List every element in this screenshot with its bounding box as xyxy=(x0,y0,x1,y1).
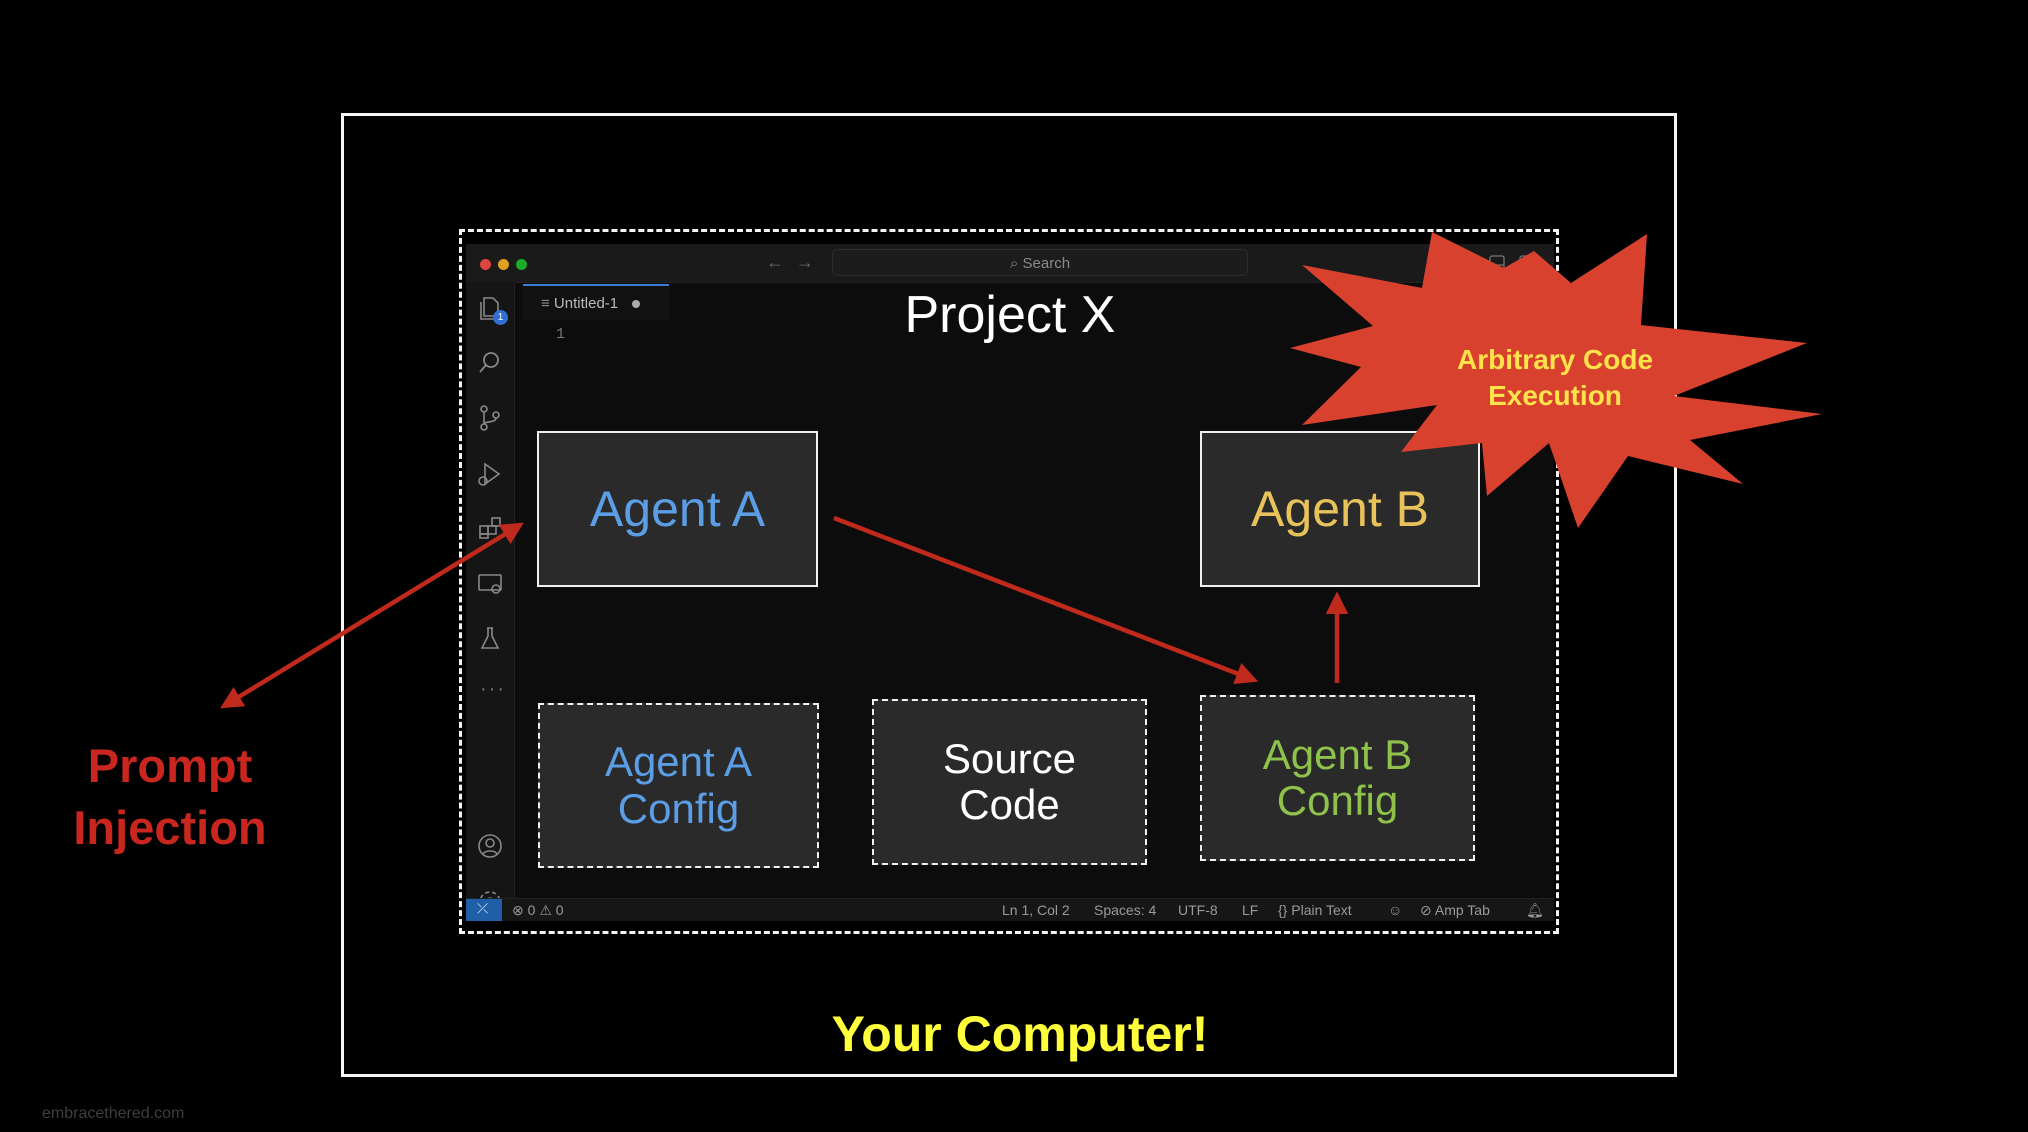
source-code-line2: Code xyxy=(959,781,1060,828)
maximize-window-button[interactable] xyxy=(516,259,527,270)
encoding[interactable]: UTF-8 xyxy=(1178,902,1218,918)
prompt-injection-line1: Prompt xyxy=(87,739,253,792)
remote-indicator-button[interactable]: ⤫ xyxy=(466,899,502,921)
command-search[interactable]: ⌕ Search xyxy=(832,249,1248,276)
back-arrow-icon[interactable]: ← xyxy=(766,252,784,272)
language-mode[interactable]: {} Plain Text xyxy=(1278,902,1352,918)
minimize-window-button[interactable] xyxy=(498,259,509,270)
status-bar: ⤫ ⊗ 0 ⚠ 0 Ln 1, Col 2 Spaces: 4 UTF-8 LF… xyxy=(466,898,1554,921)
tab-label: Untitled-1 xyxy=(553,295,619,312)
line-ending[interactable]: LF xyxy=(1242,902,1259,918)
agent-b-config-line2: Config xyxy=(1276,777,1399,824)
error-count: 0 xyxy=(527,902,536,918)
search-icon: ⌕ xyxy=(1009,255,1023,272)
file-icon: ≡ xyxy=(541,295,554,312)
arbitrary-code-execution-label: Arbitrary Code Execution xyxy=(1420,342,1690,414)
indentation[interactable]: Spaces: 4 xyxy=(1094,902,1157,918)
warning-icon: ⚠ xyxy=(539,902,556,918)
agent-b-node: Agent B xyxy=(1200,431,1480,587)
notifications-bell-icon[interactable]: 🔔︎ xyxy=(1526,902,1544,918)
copilot-status-icon[interactable]: ☺ xyxy=(1388,902,1403,918)
your-computer-label: Your Computer! xyxy=(831,1006,1209,1062)
cursor-position[interactable]: Ln 1, Col 2 xyxy=(1002,902,1070,918)
account-icon[interactable] xyxy=(476,832,504,860)
prompt-injection-label: Prompt Injection xyxy=(40,735,300,859)
amp-tab[interactable]: ⊘ Amp Tab xyxy=(1420,902,1490,919)
search-icon[interactable] xyxy=(476,348,504,376)
agent-b-label: Agent B xyxy=(1251,480,1429,537)
ace-line1: Arbitrary Code xyxy=(1456,344,1654,375)
watermark: embracethered.com xyxy=(42,1105,185,1122)
agent-a-node: Agent A xyxy=(537,431,818,587)
ace-line2: Execution xyxy=(1488,380,1622,411)
forward-arrow-icon[interactable]: → xyxy=(796,252,814,272)
search-label: Search xyxy=(1022,255,1071,272)
source-code-line1: Source xyxy=(942,734,1077,782)
agent-b-config-line1: Agent B xyxy=(1262,730,1413,778)
agent-a-config-line1: Agent A xyxy=(604,738,753,786)
explorer-icon[interactable] xyxy=(476,294,504,322)
edge-injection-to-agent-a xyxy=(220,522,524,709)
amp-label: Amp Tab xyxy=(1434,902,1490,918)
agent-a-config-line2: Config xyxy=(617,784,740,832)
explorer-badge: 1 xyxy=(493,310,508,325)
run-debug-icon[interactable] xyxy=(476,460,504,488)
problems-indicator[interactable]: ⊗ 0 ⚠ 0 xyxy=(512,902,564,919)
close-window-button[interactable] xyxy=(480,259,491,270)
warning-count: 0 xyxy=(555,902,564,918)
slash-circle-icon: ⊘ xyxy=(1420,902,1435,918)
unsaved-dot-icon[interactable] xyxy=(632,300,641,309)
prompt-injection-line2: Injection xyxy=(73,801,267,854)
line-number: 1 xyxy=(556,326,566,343)
title-bar: ← → ⌕ Search xyxy=(466,244,1554,283)
remote-icon: ⤫ xyxy=(477,900,489,916)
tab-untitled[interactable]: ≡ Untitled-1 xyxy=(523,284,669,320)
agent-a-label: Agent A xyxy=(589,480,766,537)
project-title: Project X xyxy=(904,286,1116,344)
source-control-icon[interactable] xyxy=(476,404,504,432)
language-label: Plain Text xyxy=(1291,902,1352,918)
error-icon: ⊗ xyxy=(512,902,528,918)
braces-icon: {} xyxy=(1278,902,1292,918)
edge-agent-a-to-agent-b-config xyxy=(833,515,1259,685)
